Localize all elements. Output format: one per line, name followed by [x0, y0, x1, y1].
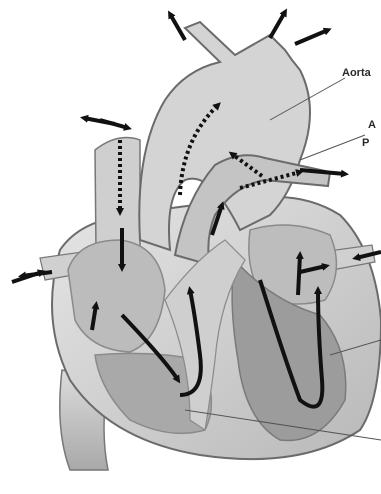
pulmonary-leader-line	[300, 135, 365, 160]
label-aorta: Aorta	[342, 67, 372, 79]
arrow-aortic-branch-mid	[270, 12, 285, 38]
arrow-left-ventricle-up	[298, 255, 300, 295]
arrow-aortic-branch-right	[295, 30, 328, 44]
label-p: P	[362, 137, 369, 149]
superior-vena-cava	[95, 138, 140, 255]
arrow-pulmonary-left-2	[100, 120, 128, 128]
label-a: A	[368, 119, 376, 131]
arrow-aortic-branch-left	[170, 14, 185, 40]
